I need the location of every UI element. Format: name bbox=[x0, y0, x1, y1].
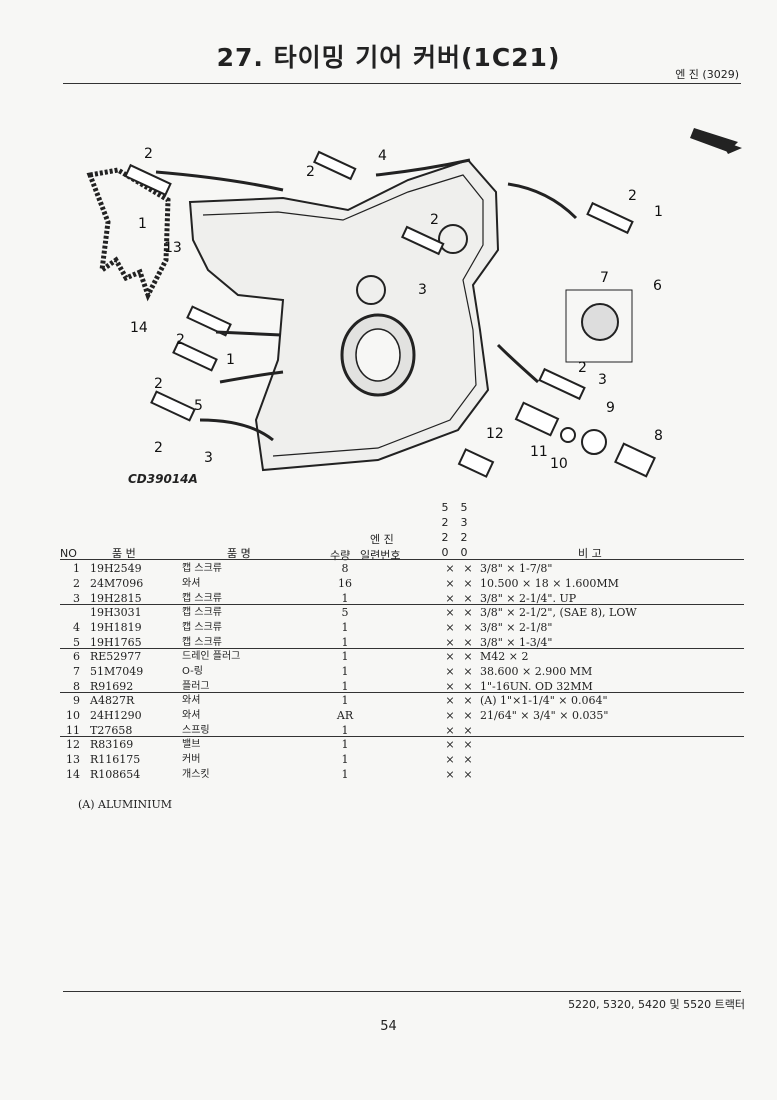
callout-2: 4 bbox=[378, 148, 387, 164]
relief-valve-assembly bbox=[457, 401, 656, 478]
table-header-rule bbox=[60, 559, 744, 560]
callout-20: 3 bbox=[204, 450, 213, 466]
callout-25: 10 bbox=[550, 456, 568, 472]
callout-9: 6 bbox=[653, 278, 662, 294]
callout-15: 3 bbox=[418, 282, 427, 298]
header-engine: 엔 진 bbox=[370, 533, 394, 546]
header-no: NO bbox=[60, 547, 77, 560]
bolt-set bbox=[124, 150, 634, 422]
page-number: 54 bbox=[380, 1019, 397, 1034]
callout-22: 8 bbox=[654, 428, 663, 444]
group-rule bbox=[60, 604, 744, 605]
callout-3: 2 bbox=[306, 164, 315, 180]
callout-18: 2 bbox=[154, 440, 163, 456]
header-part-name: 품 명 bbox=[227, 547, 251, 560]
group-rule bbox=[60, 648, 744, 649]
callout-24: 11 bbox=[530, 444, 548, 460]
cover-flange bbox=[202, 174, 484, 457]
callout-19: 3 bbox=[598, 372, 607, 388]
callout-12: 2 bbox=[176, 332, 185, 348]
callout-23: 12 bbox=[486, 426, 504, 442]
footer-models: 5220, 5320, 5420 및 5520 트랙터 bbox=[568, 998, 745, 1011]
callout-6: 1 bbox=[654, 204, 663, 220]
group-rule bbox=[60, 736, 744, 737]
cover-plug-hole bbox=[356, 275, 386, 305]
callout-8: 2 bbox=[430, 212, 439, 228]
gasket-outline bbox=[86, 167, 171, 302]
cover-port bbox=[438, 224, 468, 254]
group-rule bbox=[60, 692, 744, 693]
header-quantity: 수량 bbox=[330, 549, 351, 562]
callout-11: 14 bbox=[130, 320, 148, 336]
callout-17: 5 bbox=[194, 398, 203, 414]
figure-code: CD39014A bbox=[128, 472, 198, 486]
callout-10: 7 bbox=[600, 270, 609, 286]
callout-4: 1 bbox=[138, 216, 147, 232]
callout-14: 2 bbox=[154, 376, 163, 392]
page-title: 27. 타이밍 기어 커버(1C21) bbox=[216, 43, 561, 72]
callout-5: 2 bbox=[628, 188, 637, 204]
section-label: 엔 진 (3029) bbox=[675, 68, 739, 81]
exploded-diagram: 2 4 2 1 2 1 13 2 6 7 14 2 1 2 3 2 5 2 3 … bbox=[86, 128, 742, 478]
header-part-number: 품 번 bbox=[112, 547, 136, 560]
callout-1: 2 bbox=[144, 146, 153, 162]
header-remarks: 비 고 bbox=[578, 547, 602, 560]
crank-seal-inner bbox=[355, 328, 401, 382]
bottom-rule bbox=[63, 991, 741, 992]
footnote: (A) ALUMINIUM bbox=[78, 798, 173, 811]
front-arrow-icon bbox=[690, 128, 742, 154]
callout-16: 2 bbox=[578, 360, 587, 376]
drain-plug bbox=[565, 289, 633, 363]
leader-lines bbox=[155, 158, 578, 442]
header-serial: 일련번호 bbox=[360, 549, 401, 562]
callout-7: 13 bbox=[164, 240, 182, 256]
top-rule bbox=[63, 83, 741, 84]
callout-13: 1 bbox=[226, 352, 235, 368]
callout-21: 9 bbox=[606, 400, 615, 416]
